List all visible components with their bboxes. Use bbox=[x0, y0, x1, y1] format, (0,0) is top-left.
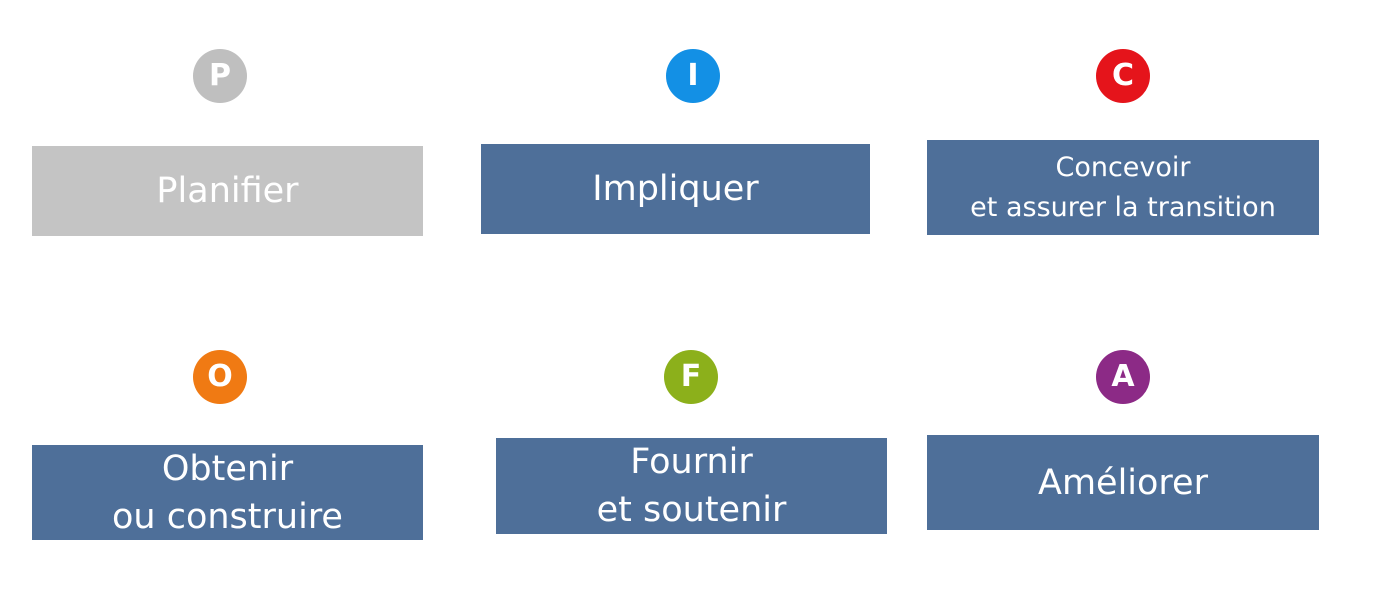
badge-o-letter: O bbox=[207, 359, 233, 394]
badge-p-letter: P bbox=[209, 58, 231, 93]
step-label-ameliorer: Améliorer bbox=[1038, 462, 1208, 503]
badge-f-letter: F bbox=[680, 359, 702, 394]
step-box-concevoir: Concevoir et assurer la transition bbox=[927, 140, 1319, 235]
step-box-impliquer: Impliquer bbox=[481, 144, 870, 234]
step-label-concevoir-line2: et assurer la transition bbox=[970, 191, 1276, 223]
step-label-concevoir-line1: Concevoir bbox=[1055, 151, 1191, 183]
step-box-obtenir: Obtenir ou construire bbox=[32, 445, 423, 540]
badge-c-letter: C bbox=[1111, 58, 1135, 93]
step-box-planifier: Planifier bbox=[32, 146, 423, 236]
step-label-obtenir-line1: Obtenir bbox=[161, 448, 294, 489]
step-box-fournir: Fournir et soutenir bbox=[496, 438, 887, 534]
badge-i: I bbox=[666, 49, 720, 103]
badge-a-letter: A bbox=[1111, 359, 1135, 394]
step-label-impliquer: Impliquer bbox=[592, 169, 759, 209]
step-label-fournir-line1: Fournir bbox=[630, 442, 753, 482]
step-label-fournir-line2: et soutenir bbox=[596, 490, 787, 530]
badge-o: O bbox=[193, 350, 247, 404]
badge-f: F bbox=[664, 350, 718, 404]
step-label-obtenir-line2: ou construire bbox=[112, 496, 343, 537]
step-label-planifier: Planifier bbox=[156, 171, 299, 211]
badge-p: P bbox=[193, 49, 247, 103]
badge-a: A bbox=[1096, 350, 1150, 404]
badge-i-letter: I bbox=[687, 58, 699, 93]
badge-c: C bbox=[1096, 49, 1150, 103]
step-box-ameliorer: Améliorer bbox=[927, 435, 1319, 530]
